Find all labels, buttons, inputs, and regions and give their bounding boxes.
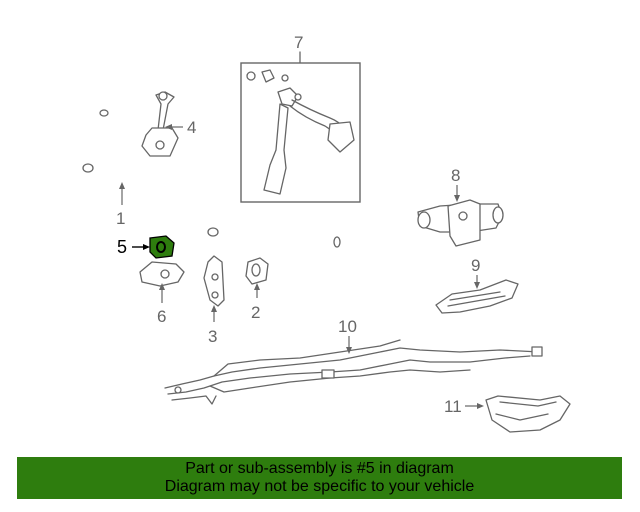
callout-4-group: 4 bbox=[165, 118, 196, 137]
callout-4: 4 bbox=[187, 118, 196, 137]
callout-3-group: 3 bbox=[208, 305, 217, 346]
callout-11: 11 bbox=[444, 397, 462, 416]
callout-5-group: 5 bbox=[117, 237, 150, 257]
callout-7-group: 7 bbox=[294, 33, 303, 64]
shield-part-11[interactable] bbox=[485, 395, 571, 433]
callout-8: 8 bbox=[451, 166, 460, 185]
callout-11-group: 11 bbox=[444, 397, 484, 416]
callout-8-group: 8 bbox=[451, 166, 460, 202]
callout-2-group: 2 bbox=[251, 283, 260, 322]
callout-5: 5 bbox=[117, 237, 127, 257]
bushing-part-2[interactable] bbox=[245, 257, 269, 285]
highlight-banner: Part or sub-assembly is #5 in diagram Di… bbox=[17, 457, 622, 499]
parts-diagram: 1 4 5 6 3 bbox=[78, 33, 571, 433]
callout-1-group: 1 bbox=[116, 182, 125, 228]
banner-line-2: Diagram may not be specific to your vehi… bbox=[164, 478, 475, 495]
callout-10: 10 bbox=[338, 317, 357, 336]
bracket-part-3[interactable] bbox=[203, 255, 225, 307]
bushing-part-highlighted[interactable] bbox=[149, 235, 175, 259]
callout-2: 2 bbox=[251, 303, 260, 322]
callout-10-group: 10 bbox=[338, 317, 357, 354]
bracket-part-6[interactable] bbox=[139, 261, 185, 287]
callout-1: 1 bbox=[116, 209, 125, 228]
assembly-box-7[interactable] bbox=[240, 62, 361, 203]
cover-part-9[interactable] bbox=[435, 279, 519, 314]
tube-assembly-part-10[interactable] bbox=[164, 339, 543, 405]
callout-7: 7 bbox=[294, 33, 303, 52]
stabilizer-bar-part[interactable] bbox=[78, 109, 341, 248]
callout-6: 6 bbox=[157, 307, 166, 326]
callout-3: 3 bbox=[208, 327, 217, 346]
actuator-part-8[interactable] bbox=[417, 199, 504, 247]
stabilizer-link-part[interactable] bbox=[141, 91, 179, 157]
banner-line-1: Part or sub-assembly is #5 in diagram bbox=[185, 460, 454, 477]
callout-9-group: 9 bbox=[471, 256, 480, 289]
callout-9: 9 bbox=[471, 256, 480, 275]
callout-6-group: 6 bbox=[157, 283, 166, 326]
